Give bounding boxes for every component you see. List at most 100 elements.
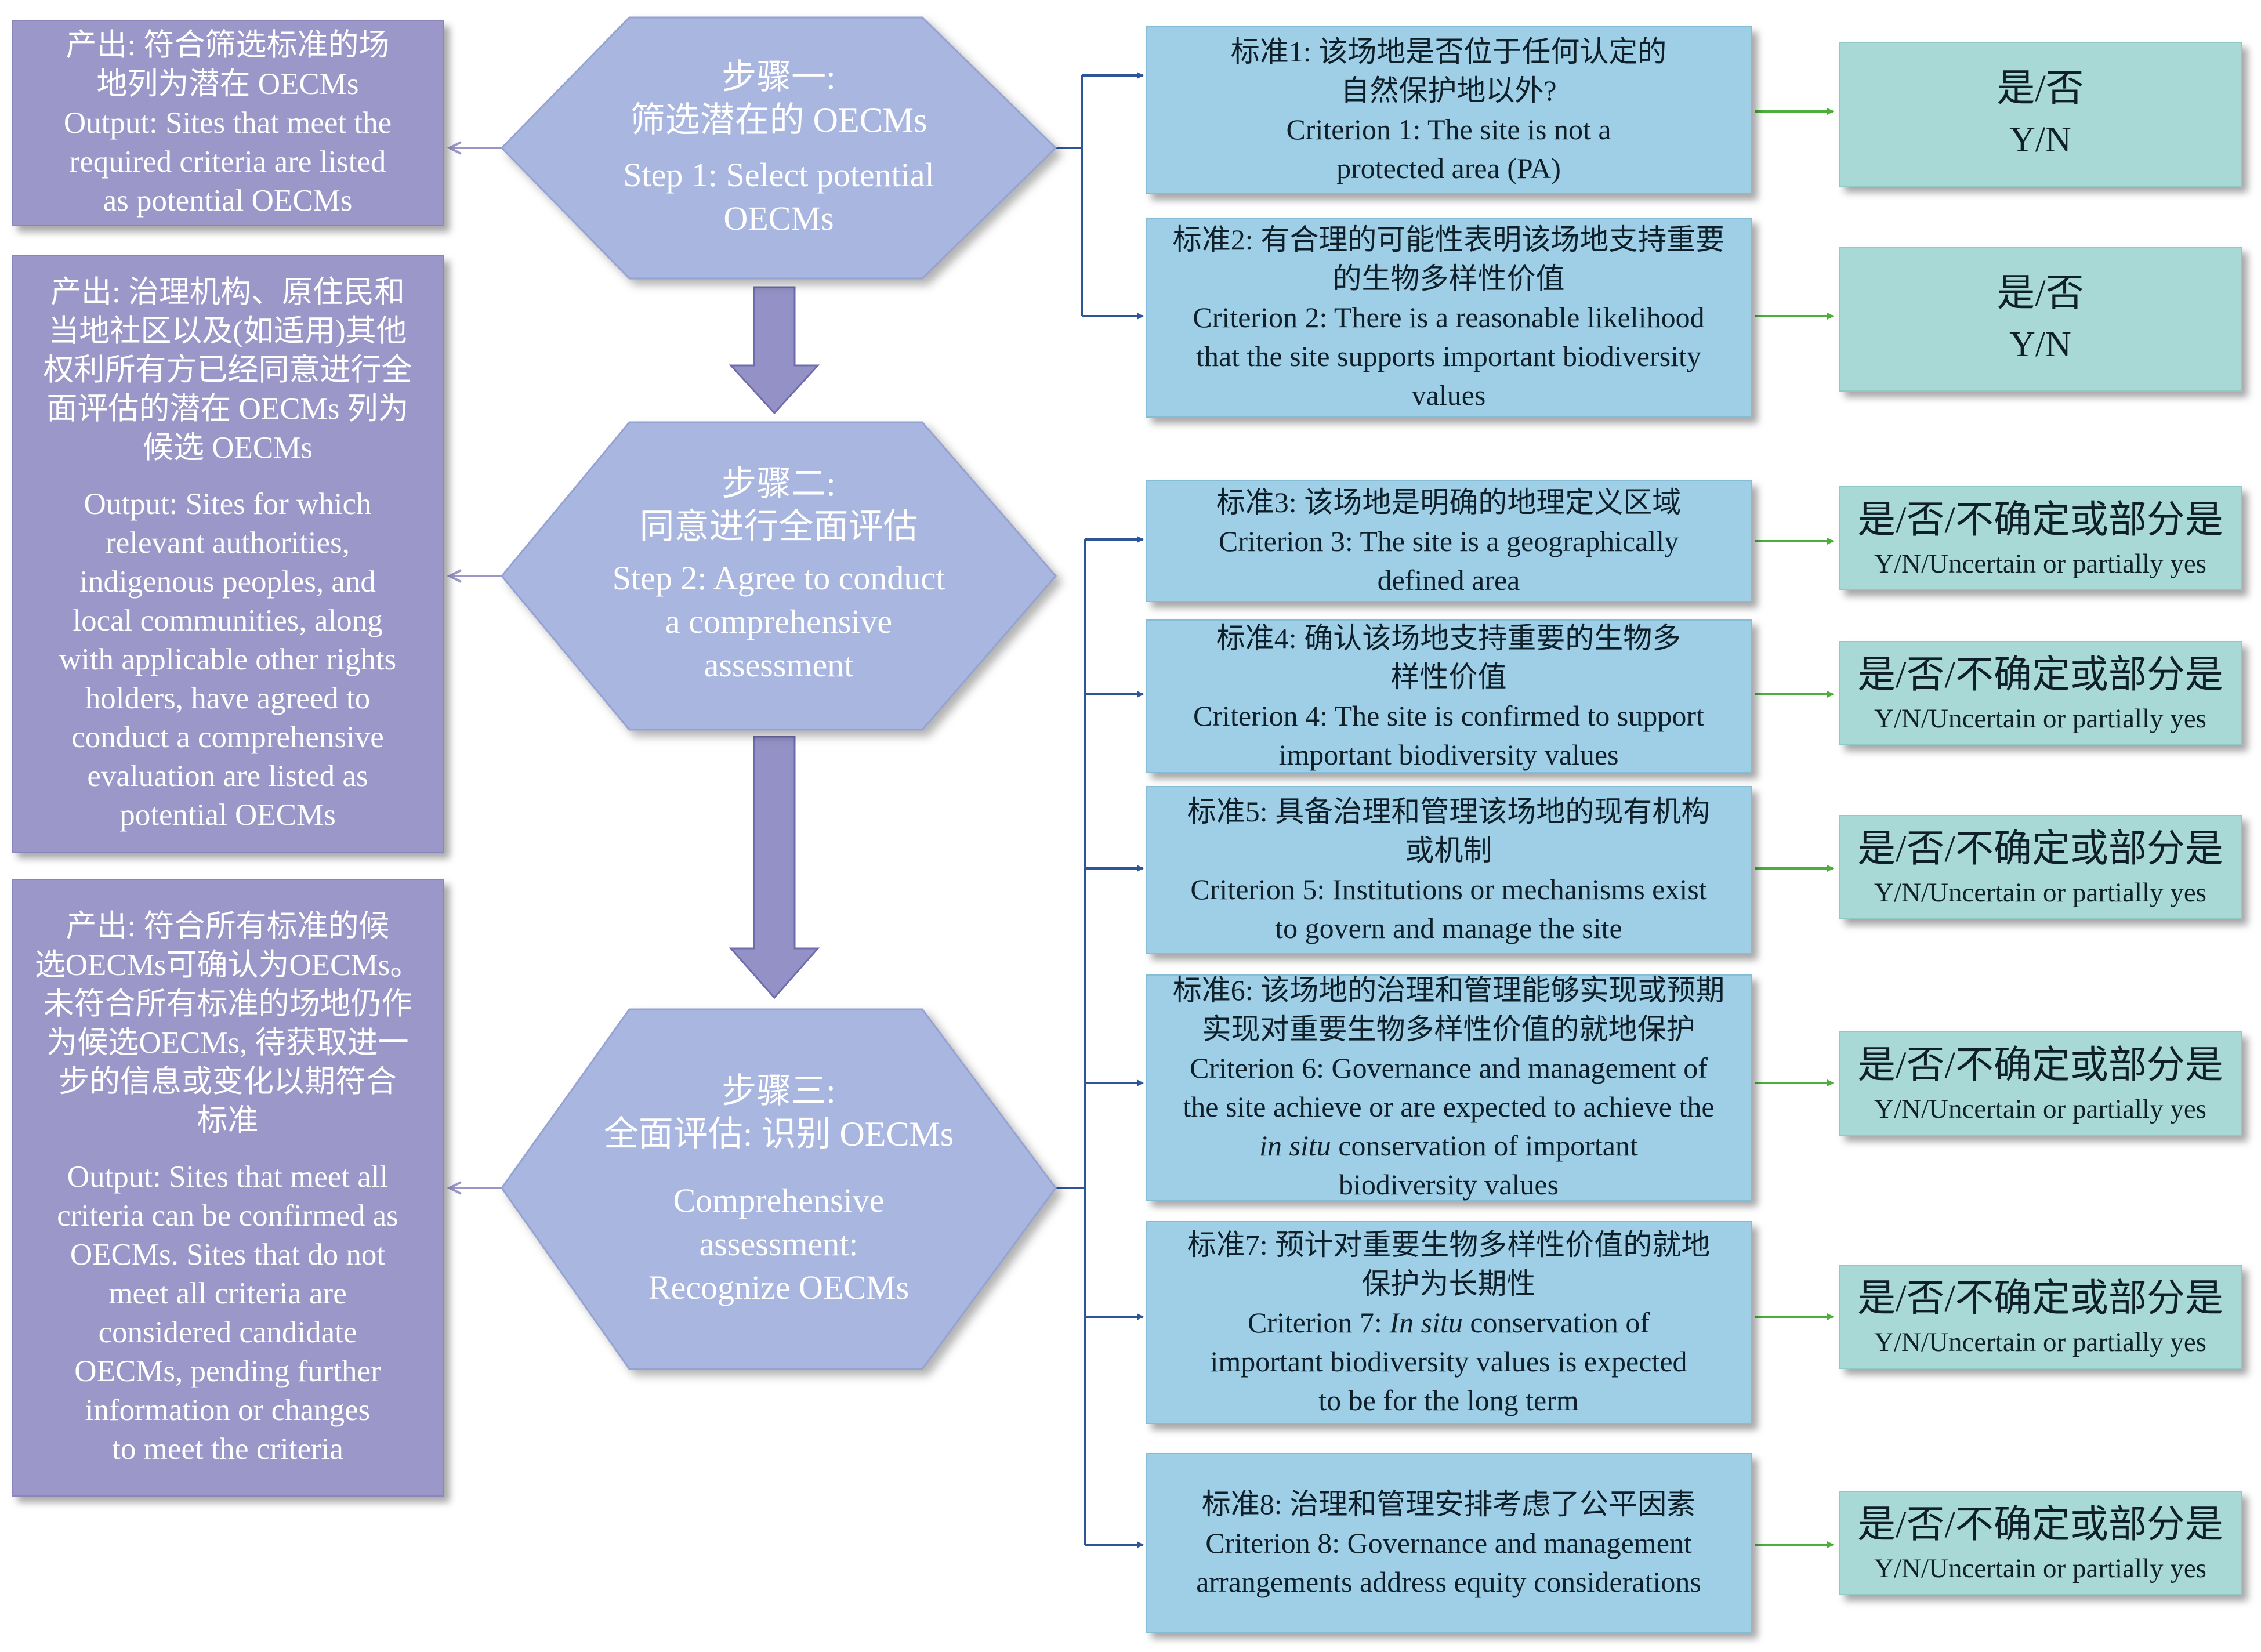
step3-label: 步骤三: 全面评估: 识别 OECMs Comprehensive assess… [525, 1044, 1032, 1334]
answer-box-3: 是/否/不确定或部分是 Y/N/Uncertain or partially y… [1839, 486, 2242, 590]
output2-zh-line5: 候选 OECMs [142, 431, 313, 465]
output1-zh-line1: 产出: 符合筛选标准的场 [66, 28, 390, 62]
criterion-6-en-line3: in situ conservation of important [1259, 1126, 1638, 1165]
criterion-8-en-line2: arrangements address equity consideratio… [1196, 1565, 1701, 1598]
output3-en-line7: information or changes [85, 1393, 371, 1427]
criterion-6-en-line2: the site achieve or are expected to achi… [1183, 1091, 1715, 1123]
output-box-step1: 产出: 符合筛选标准的场 地列为潜在 OECMs Output: Sites t… [12, 20, 444, 226]
output2-en-line6: holders, have agreed to [85, 682, 371, 715]
answer-1-zh: 是/否 [1997, 67, 2084, 110]
output2-zh-line3: 权利所有方已经同意进行全 [43, 353, 412, 387]
down-arrow-1 [729, 286, 820, 415]
step1-title-zh: 步骤一: [722, 58, 836, 96]
criterion-3-en-line1: Criterion 3: The site is a geographicall… [1218, 524, 1679, 557]
output2-en-line1: Output: Sites for which [84, 487, 372, 521]
criterion-7-in-situ: In situ [1389, 1306, 1463, 1339]
step2-title-en-line2: a comprehensive [665, 602, 893, 640]
answer-box-2: 是/否 Y/N [1839, 247, 2242, 392]
step3-title-en-line3: Recognize OECMs [648, 1268, 910, 1306]
answer-4-en: Y/N/Uncertain or partially yes [1874, 704, 2206, 734]
answer-8-zh: 是/否/不确定或部分是 [1857, 1504, 2223, 1546]
answer-box-6: 是/否/不确定或部分是 Y/N/Uncertain or partially y… [1839, 1031, 2242, 1136]
criterion-4-zh-line2: 样性价值 [1390, 660, 1507, 693]
output1-en-line3: as potential OECMs [103, 184, 353, 218]
criterion-3-zh-line1: 标准3: 该场地是明确的地理定义区域 [1216, 486, 1682, 519]
output2-en-line4: local communities, along [73, 604, 383, 637]
criterion-6-en-line1: Criterion 6: Governance and management o… [1190, 1052, 1708, 1084]
output3-zh-line3: 未符合所有标准的场地仍作 [43, 987, 412, 1021]
step3-title-en-line1: Comprehensive [673, 1181, 885, 1219]
step3-hexagon [501, 1008, 1057, 1370]
step1-label: 步骤一: 筛选潜在的 OECMs Step 1: Select potentia… [525, 41, 1032, 255]
answer-5-zh: 是/否/不确定或部分是 [1857, 828, 2223, 870]
criterion-1-zh-line2: 自然保护地以外? [1340, 74, 1557, 107]
criterion-1-box: 标准1: 该场地是否位于任何认定的 自然保护地以外? Criterion 1: … [1146, 26, 1752, 194]
criterion-2-en-line2: that the site supports important biodive… [1196, 340, 1701, 372]
output3-zh-line5: 步的信息或变化以期符合 [59, 1064, 397, 1099]
answer-3-zh: 是/否/不确定或部分是 [1857, 499, 2223, 541]
step3-title-en-line2: assessment: [699, 1224, 858, 1263]
answer-7-en: Y/N/Uncertain or partially yes [1874, 1327, 2206, 1357]
output3-en-line5: considered candidate [98, 1315, 357, 1349]
step2-title-en-line3: assessment [704, 646, 854, 684]
answer-2-zh: 是/否 [1997, 272, 2084, 314]
answer-7-zh: 是/否/不确定或部分是 [1857, 1277, 2223, 1320]
criterion-8-box: 标准8: 治理和管理安排考虑了公平因素 Criterion 8: Governa… [1146, 1453, 1752, 1633]
down-arrow-2 [729, 736, 820, 999]
criterion-4-box: 标准4: 确认该场地支持重要的生物多 样性价值 Criterion 4: The… [1146, 620, 1752, 773]
criterion-8-en-line1: Criterion 8: Governance and management [1205, 1526, 1692, 1559]
criterion-2-box: 标准2: 有合理的可能性表明该场地支持重要 的生物多样性价值 Criterion… [1146, 218, 1752, 418]
step2-label: 步骤二: 同意进行全面评估 Step 2: Agree to conduct a… [525, 447, 1032, 702]
answer-box-7: 是/否/不确定或部分是 Y/N/Uncertain or partially y… [1839, 1265, 2242, 1369]
criterion-1-en-line2: protected area (PA) [1336, 152, 1561, 184]
criterion-6-en-line4: biodiversity values [1338, 1168, 1559, 1201]
criterion-7-en-after: conservation of [1462, 1306, 1650, 1339]
step2-title-en-line1: Step 2: Agree to conduct [612, 559, 945, 597]
criterion-8-zh-line1: 标准8: 治理和管理安排考虑了公平因素 [1201, 1487, 1696, 1520]
answer-6-zh: 是/否/不确定或部分是 [1857, 1044, 2223, 1086]
step1-subtitle-zh: 筛选潜在的 OECMs [630, 101, 927, 139]
step3-subtitle-zh: 全面评估: 识别 OECMs [603, 1114, 954, 1153]
answer-1-en: Y/N [2009, 120, 2071, 160]
criterion-7-en-lead: Criterion 7: [1248, 1306, 1390, 1339]
criterion-6-zh-line1: 标准6: 该场地的治理和管理能够实现或预期 [1172, 974, 1725, 1006]
output2-en-line3: indigenous peoples, and [79, 565, 376, 599]
answer-box-4: 是/否/不确定或部分是 Y/N/Uncertain or partially y… [1839, 641, 2242, 745]
answer-box-8: 是/否/不确定或部分是 Y/N/Uncertain or partially y… [1839, 1491, 2242, 1595]
criterion-6-en-line3-rest: conservation of important [1331, 1129, 1638, 1162]
answer-arrows [1755, 108, 1834, 1548]
answer-8-en: Y/N/Uncertain or partially yes [1874, 1553, 2206, 1584]
answer-2-en: Y/N [2009, 325, 2071, 364]
output2-en-line9: potential OECMs [119, 798, 336, 832]
output-box-step3: 产出: 符合所有标准的候 选OECMs可确认为OECMs。 未符合所有标准的场地… [12, 879, 444, 1497]
output3-zh-line6: 标准 [197, 1103, 259, 1137]
criterion-5-zh-line2: 或机制 [1405, 834, 1492, 867]
step3-title-zh: 步骤三: [722, 1071, 836, 1110]
output3-en-line3: OECMs. Sites that do not [70, 1237, 386, 1271]
answer-box-1: 是/否 Y/N [1839, 42, 2242, 187]
answer-4-zh: 是/否/不确定或部分是 [1857, 654, 2223, 696]
criterion-2-en-line1: Criterion 2: There is a reasonable likel… [1193, 301, 1705, 334]
output2-zh-line2: 当地社区以及(如适用)其他 [48, 314, 407, 348]
criterion-6-box: 标准6: 该场地的治理和管理能够实现或预期 实现对重要生物多样性价值的就地保护 … [1146, 974, 1752, 1201]
criterion-7-box: 标准7: 预计对重要生物多样性价值的就地 保护为长期性 Criterion 7:… [1146, 1221, 1752, 1424]
criterion-3-en-line2: defined area [1377, 563, 1520, 596]
answer-3-en: Y/N/Uncertain or partially yes [1874, 549, 2206, 579]
criterion-4-en-line1: Criterion 4: The site is confirmed to su… [1193, 699, 1704, 732]
step1-title-en-line1: Step 1: Select potential [623, 156, 934, 194]
criterion-5-en-line1: Criterion 5: Institutions or mechanisms … [1190, 873, 1707, 905]
criterion-2-zh-line1: 标准2: 有合理的可能性表明该场地支持重要 [1172, 223, 1725, 256]
criterion-4-zh-line1: 标准4: 确认该场地支持重要的生物多 [1216, 621, 1682, 654]
criterion-3-box: 标准3: 该场地是明确的地理定义区域 Criterion 3: The site… [1146, 480, 1752, 602]
answer-6-en: Y/N/Uncertain or partially yes [1874, 1094, 2206, 1124]
criterion-7-zh-line1: 标准7: 预计对重要生物多样性价值的就地 [1187, 1228, 1711, 1261]
criterion-7-en-line3: to be for the long term [1318, 1383, 1579, 1416]
step1-connector [1056, 72, 1144, 320]
criterion-6-in-situ: in situ [1259, 1129, 1331, 1162]
criterion-6-zh-line2: 实现对重要生物多样性价值的就地保护 [1202, 1013, 1695, 1045]
output1-zh-line2: 地列为潜在 OECMs [96, 67, 359, 101]
output2-zh-line1: 产出: 治理机构、原住民和 [50, 276, 405, 309]
criterion-1-zh-line1: 标准1: 该场地是否位于任何认定的 [1230, 35, 1667, 68]
criterion-2-zh-line2: 的生物多样性价值 [1332, 262, 1565, 295]
